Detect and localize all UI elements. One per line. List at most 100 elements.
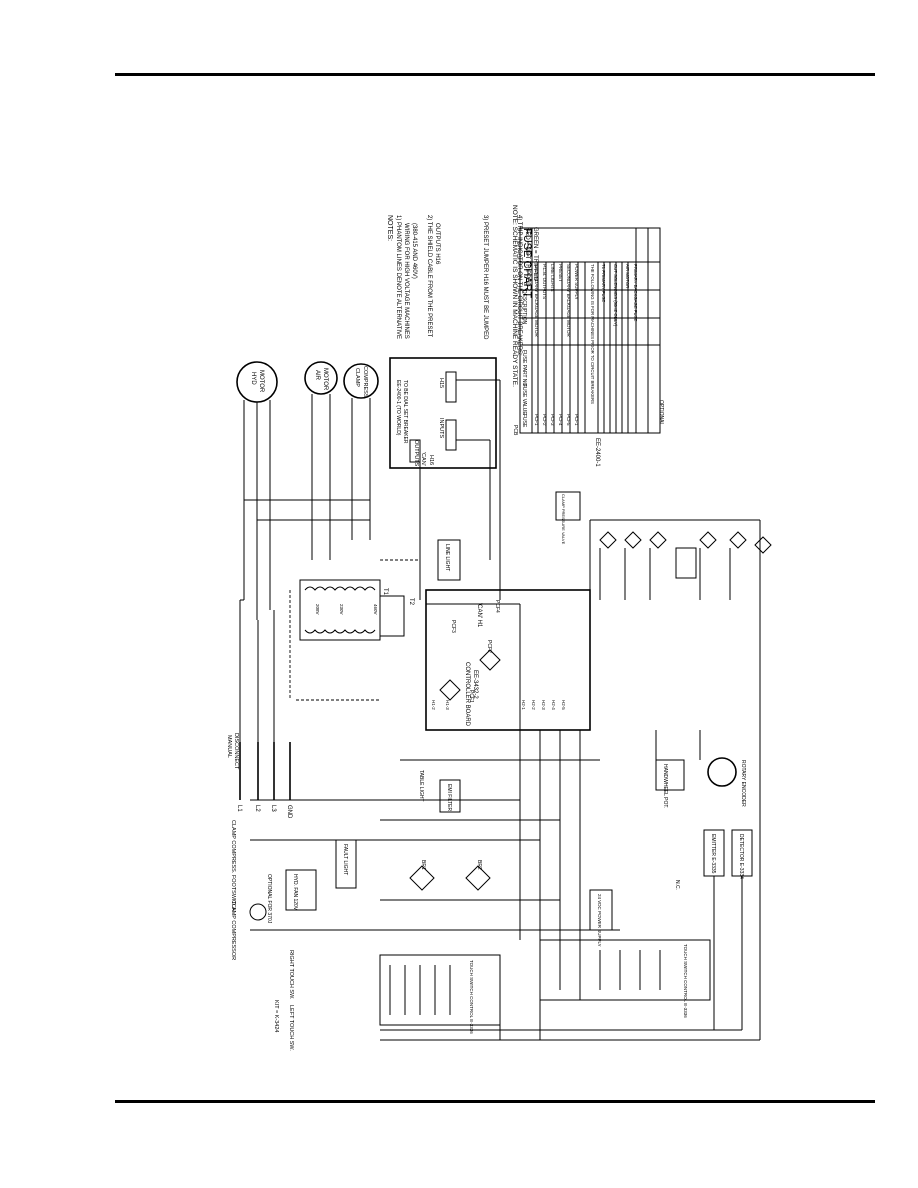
notes-block: NOTES: 1) PHANTOM LINES DENOTE ALTERNATI…	[386, 215, 538, 356]
br1-label: BR1	[420, 860, 426, 870]
bottom-rule	[115, 1100, 875, 1103]
fuse-row: LINE LIGHTS	[550, 264, 555, 292]
fuse-chart: FUSE CHART FUSE FUSE VALUE FUSE PART NO.…	[512, 227, 664, 467]
fault-light-label: FAULT LIGHT	[342, 844, 348, 875]
fuse-optional-row: AIR MOTOR	[625, 264, 630, 288]
fuse-row: POWER SUPPLY	[574, 264, 579, 300]
fuse-row: P.C.B. OUTPUTS	[542, 264, 547, 299]
hyd-motor-icon	[236, 361, 278, 403]
emi-filter-label: EMI FILTER	[446, 784, 452, 812]
transformer-t1-label: T1	[382, 588, 388, 596]
line-label-l3: L3	[270, 805, 276, 812]
fuse-optional-row: T1 PRIMARY FUSE	[601, 264, 606, 302]
rotary-encoder-label: ROTARY ENCODER	[740, 760, 746, 807]
tap-label: 460V	[373, 604, 378, 615]
hyd-fan-label: HYD. FAN 120V	[292, 874, 298, 911]
fuse-optional-row: PRIMARY BACKGAGE FUSE	[633, 264, 638, 322]
touch-switch-control-left: TOUCH SWITCH CONTROL E-3336	[379, 954, 501, 1034]
hyd-motor-label: HYD	[250, 372, 256, 385]
fuse-chart-ref: EE-2400-1	[594, 438, 600, 467]
preset-can: 'CAN'	[420, 452, 426, 466]
transformer-t1: T1 460V 230V 208V	[299, 579, 388, 641]
pcf3-label: PCF3	[450, 620, 456, 633]
br1-bridge-icon	[409, 865, 435, 891]
motors: HYD MOTOR AIR MOTOR CLAMP COMPRESS.	[236, 361, 379, 403]
clamp-compressor-icon	[249, 903, 267, 921]
clamp-motor-label2: COMPRESS.	[362, 366, 368, 399]
preset-title: EE-2400-1 (TO WORLD)	[395, 380, 401, 436]
notes-line: 2) THE SHIELD CABLE FROM THE PRESET	[426, 215, 432, 337]
transformer-t2: T2	[379, 595, 414, 637]
footswitch-label: CLAMP COMPRESS. FOOTSWITCH	[230, 820, 236, 912]
fuse-header-value: FUSE VALUE	[521, 384, 527, 415]
air-motor-label2: MOTOR	[322, 368, 328, 391]
machine-state-note: NOTE: SCHEMATIC IS SHOWN IN MACHINE READ…	[511, 205, 518, 387]
notes-line: (380-415 AND 460V)	[411, 223, 417, 279]
line-light-box	[437, 539, 461, 581]
notes-line: WIRING FOR HIGH VOLTAGE MACHINES	[403, 223, 409, 339]
clamp-valve-box	[555, 491, 581, 521]
connector-label: H1-2	[431, 700, 436, 710]
preset-h15: H15	[438, 378, 444, 388]
fuse-header-part: FUSE PART NO.	[521, 350, 527, 388]
detector-label: DETECTOR E-3334	[738, 834, 744, 879]
fuse-row: PCF3	[550, 414, 555, 426]
air-motor-icon	[304, 361, 338, 395]
connector-label: H1-3	[445, 700, 450, 710]
handwheel-encoder: HANDWHEEL POT. ROTARY ENCODER	[655, 730, 746, 808]
transformer-t2-label: T2	[408, 598, 414, 606]
fuse-header-fuse: FUSE	[521, 414, 527, 428]
clamp-compressor-motor-icon	[343, 363, 379, 399]
fuse-chart-title: FUSE CHART	[521, 228, 533, 298]
connector-label: H2-1	[521, 700, 526, 710]
hyd-motor-label2: MOTOR	[258, 370, 264, 393]
controller-connectors: H1-2 H1-3 H2-1 H2-2 H2-3 H2-4 H2-5	[431, 700, 566, 710]
preset-inputs: INPUTS	[438, 418, 444, 439]
fuse-row: PCF1	[534, 414, 539, 426]
fuse-row: PCF1	[574, 414, 579, 426]
connector-label: H2-3	[541, 700, 546, 710]
fuse-row: PCF2	[542, 414, 547, 426]
notes-line: 4) TRIP INDICATOR ON THE CIRCUIT BREAKER…	[516, 215, 522, 356]
fuse-optional-row: CUT SOLENOIDS (50HZ ONLY)	[613, 264, 618, 327]
disconnect-title: MANUAL	[226, 735, 232, 758]
fault-light-block: FAULT LIGHT BR1 BR2	[335, 839, 491, 891]
controller-title: CONTROLLER BOARD	[464, 662, 470, 727]
connector-label: H2-2	[531, 700, 536, 710]
disconnect-title2: DISCONNECT	[233, 733, 239, 770]
notes-line: 1) PHANTOM LINES DENOTE ALTERNATIVE	[395, 215, 401, 339]
clamp-compressor-label: CLAMP COMPRESSOR	[230, 900, 236, 960]
connector-label: H2-4	[551, 700, 556, 710]
clamp-valve-label: CLAMP PRESSURE VALVE	[561, 494, 566, 545]
rotary-encoder-icon	[707, 757, 737, 787]
preset-outputs: OUTPUTS	[413, 440, 419, 467]
power-supply: 24 VDC POWER SUPPLY	[589, 889, 613, 947]
motor-supply-lines	[243, 394, 371, 620]
notes-line: RED = NOT TRIPPED	[524, 227, 530, 287]
notes-heading: NOTES:	[386, 215, 393, 241]
emitter-label: EMITTER E-3335	[710, 834, 716, 874]
left-touch-switch-label: LEFT TOUCH SW.	[288, 1005, 294, 1051]
nc-label: N.C.	[674, 880, 680, 890]
pcf1-label: PCF1	[468, 690, 474, 703]
phantom-wiring	[289, 559, 420, 701]
fuse-row: PCF4	[558, 414, 563, 426]
power-supply-label: 24 VDC POWER SUPPLY	[597, 894, 602, 947]
notes-line: OUTPUTS H16	[434, 223, 440, 265]
br2-bridge-icon	[465, 865, 491, 891]
emitter-detector: EMITTER E-3335 DETECTOR E-3334 N.C.	[674, 829, 753, 1030]
line-label-l1: L1	[236, 805, 242, 812]
bottom-bus	[380, 520, 761, 1041]
line-light-label: LINE LIGHT	[444, 544, 450, 571]
preset-h16: H16	[428, 455, 434, 465]
table-light-label: TABLE LIGHT	[418, 770, 424, 802]
clamp-motor-label: CLAMP	[354, 368, 360, 387]
preset-subtitle: TO BE DIAL SET BREAKER	[402, 380, 408, 444]
manual-disconnect: MANUAL DISCONNECT L1 L2 L3 GND	[226, 733, 292, 819]
fuse-side-label-optional: OPTIONAL	[658, 400, 664, 426]
left-wires	[250, 730, 620, 1000]
fuse-optional-caption: THE FOLLOWING IS FOR MACHINES PRIOR TO C…	[590, 264, 595, 404]
connector-label: H2-5	[561, 700, 566, 710]
pcf4-label: PCF4	[494, 600, 500, 613]
